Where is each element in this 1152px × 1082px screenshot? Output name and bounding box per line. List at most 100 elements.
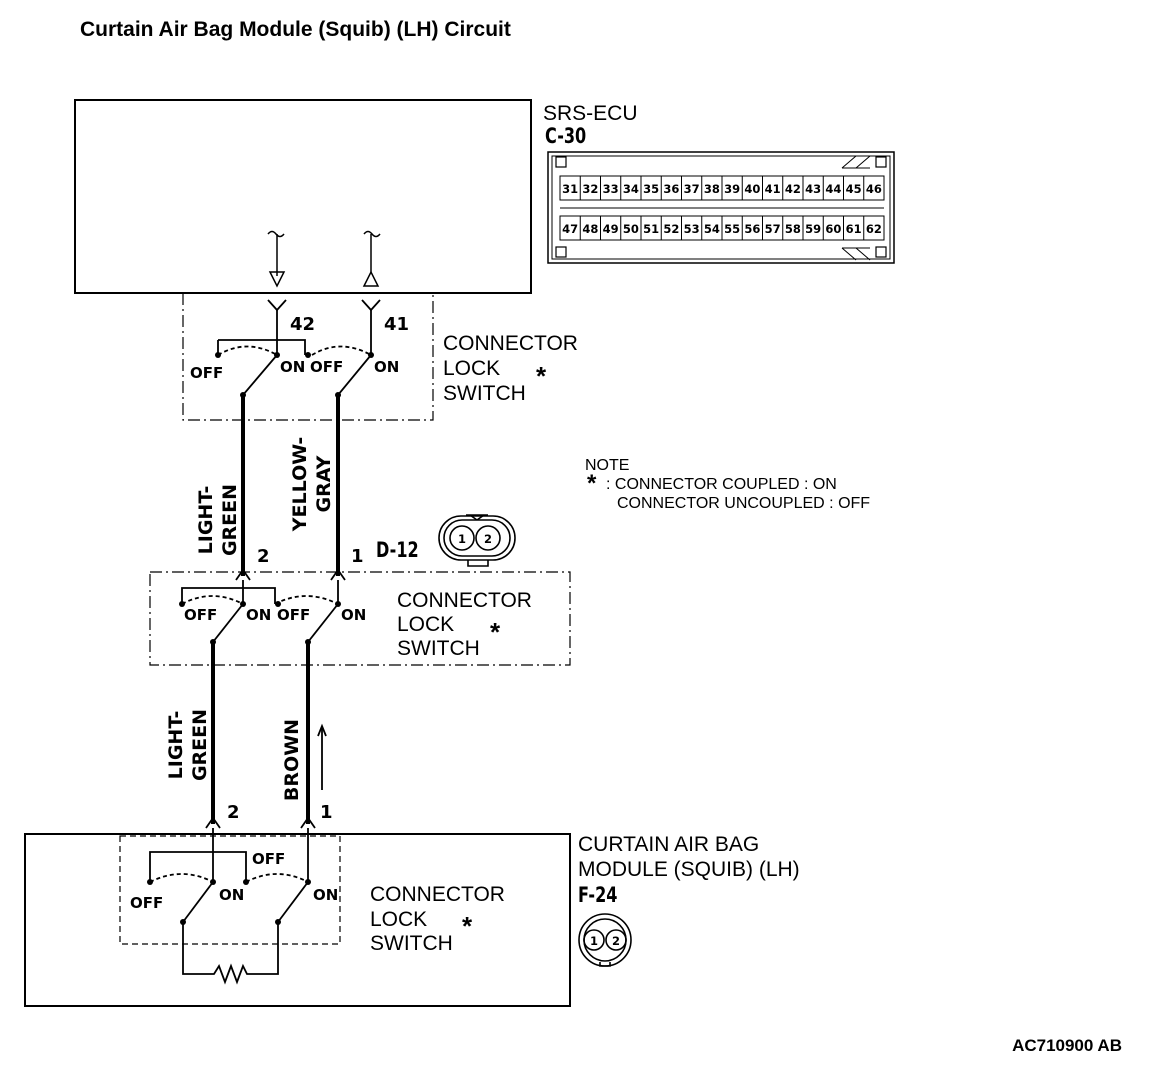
upper-cls-line1: CONNECTOR [443, 332, 578, 355]
module-off-right: OFF [252, 850, 285, 868]
middle-cls-line3: SWITCH [397, 637, 480, 660]
c30-pin-40: 40 [744, 182, 760, 196]
c30-pin-61: 61 [846, 222, 862, 236]
middle-switch-box [149, 571, 571, 666]
d12-pin-1: 1 [458, 532, 466, 546]
module-switch-box [119, 835, 341, 945]
module-off-left: OFF [130, 894, 163, 912]
d12-pin-2: 2 [484, 532, 492, 546]
c30-pin-36: 36 [663, 182, 679, 196]
module-switch [149, 828, 309, 985]
c30-pin-62: 62 [866, 222, 882, 236]
c30-pin-49: 49 [603, 222, 619, 236]
c30-pin-60: 60 [825, 222, 841, 236]
module-box [24, 833, 571, 1007]
module-cls-line3: SWITCH [370, 932, 453, 955]
wire-label-upper-left-1: LIGHT- [195, 486, 217, 555]
c30-pin-35: 35 [643, 182, 659, 196]
c30-pin-46: 46 [866, 182, 882, 196]
c30-pin-57: 57 [765, 222, 781, 236]
d12-label: D-12 [376, 538, 419, 562]
c30-pin-56: 56 [744, 222, 760, 236]
middle-asterisk: * [490, 617, 501, 647]
c30-pin-59: 59 [805, 222, 821, 236]
wire-label-upper-right-1: YELLOW- [289, 437, 311, 532]
f24-connector-icon [578, 913, 632, 967]
c30-pins-top: 31 32 33 34 35 36 37 38 39 40 41 42 43 44 45 46 [562, 176, 882, 200]
upper-switch-box [182, 293, 434, 421]
d12-pin-right: 1 [351, 546, 364, 567]
c30-pin-38: 38 [704, 182, 720, 196]
c30-label: C-30 [545, 124, 587, 148]
upper-on-left: ON [280, 358, 305, 376]
figure-reference: AC710900 AB [1012, 1036, 1122, 1055]
middle-off-right: OFF [277, 606, 310, 624]
ecu-terminal-41: 41 [384, 314, 409, 335]
upper-cls-line2: LOCK [443, 357, 501, 380]
c30-pin-34: 34 [623, 182, 639, 196]
upper-switch [217, 299, 381, 396]
wire-label-lower-right: BROWN [281, 719, 303, 801]
module-cls-line1: CONNECTOR [370, 883, 505, 906]
c30-pin-31: 31 [562, 182, 578, 196]
module-on-left: ON [219, 886, 244, 904]
module-cls-line2: LOCK [370, 908, 428, 931]
c30-pin-37: 37 [684, 182, 700, 196]
module-label-line1: CURTAIN AIR BAG [578, 833, 760, 856]
middle-off-left: OFF [184, 606, 217, 624]
c30-pin-58: 58 [785, 222, 801, 236]
c30-pin-50: 50 [623, 222, 639, 236]
c30-pin-52: 52 [663, 222, 679, 236]
wire-label-lower-left-1: LIGHT- [165, 711, 187, 780]
wire-label-lower-left-2: GREEN [189, 709, 211, 781]
d12-pin-left: 2 [257, 546, 270, 567]
c30-pin-33: 33 [603, 182, 619, 196]
middle-on-left: ON [246, 606, 271, 624]
module-on-right: ON [313, 886, 338, 904]
upper-asterisk: * [536, 361, 547, 391]
srs-ecu-box [74, 99, 532, 294]
note-line1: : CONNECTOR COUPLED : ON [606, 476, 837, 493]
page-title: Curtain Air Bag Module (Squib) (LH) Circ… [80, 18, 511, 41]
c30-pin-39: 39 [724, 182, 740, 196]
wire-label-upper-right-2: GRAY [313, 455, 335, 512]
upper-cls-line3: SWITCH [443, 382, 526, 405]
f24-pin-2: 2 [612, 934, 620, 948]
c30-connector [547, 151, 895, 264]
module-asterisk: * [462, 911, 473, 941]
note-heading: NOTE [585, 457, 630, 474]
middle-switch [181, 580, 339, 643]
c30-pin-47: 47 [562, 222, 578, 236]
c30-pin-42: 42 [785, 182, 801, 196]
ecu-terminal-42: 42 [290, 314, 315, 335]
c30-pin-51: 51 [643, 222, 659, 236]
c30-pin-41: 41 [765, 182, 781, 196]
wire-label-upper-left-2: GREEN [219, 484, 241, 556]
c30-pin-55: 55 [724, 222, 740, 236]
c30-pin-54: 54 [704, 222, 720, 236]
note-line2: CONNECTOR UNCOUPLED : OFF [617, 495, 871, 512]
module-pin-right: 1 [320, 802, 333, 823]
f24-pin-1: 1 [590, 934, 598, 948]
upper-off-right: OFF [310, 358, 343, 376]
c30-pin-32: 32 [582, 182, 598, 196]
c30-pin-43: 43 [805, 182, 821, 196]
middle-cls-line1: CONNECTOR [397, 589, 532, 612]
module-pin-left: 2 [227, 802, 240, 823]
c30-pin-48: 48 [582, 222, 598, 236]
note-star: * [587, 470, 597, 497]
d12-connector-icon [438, 514, 516, 567]
f24-label: F-24 [578, 883, 618, 907]
c30-pin-44: 44 [825, 182, 841, 196]
c30-pin-53: 53 [684, 222, 700, 236]
module-label-line2: MODULE (SQUIB) (LH) [578, 858, 800, 881]
middle-cls-line2: LOCK [397, 613, 455, 636]
middle-on-right: ON [341, 606, 366, 624]
ecu-internal-lines [267, 230, 381, 288]
c30-pin-45: 45 [846, 182, 862, 196]
c30-pins-bottom: 47 48 49 50 51 52 53 54 55 56 57 58 59 60 61 62 [562, 216, 882, 240]
srs-ecu-label: SRS-ECU [543, 102, 638, 125]
upper-off-left: OFF [190, 364, 223, 382]
upper-on-right: ON [374, 358, 399, 376]
